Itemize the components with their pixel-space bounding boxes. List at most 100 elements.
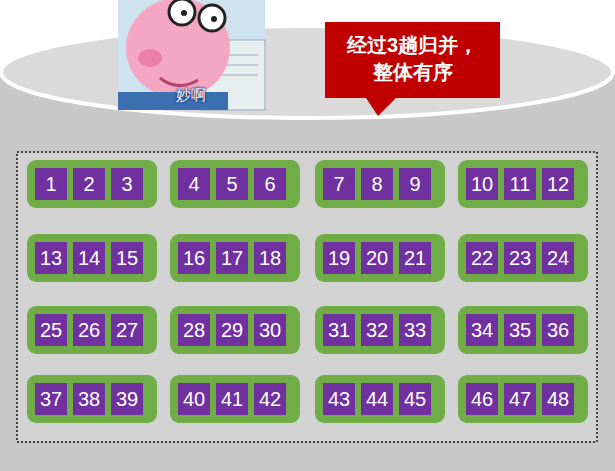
cylinder-body xyxy=(0,70,615,471)
cell-number: 14 xyxy=(78,247,100,270)
cell-number: 7 xyxy=(333,173,344,196)
cell-number: 29 xyxy=(221,319,243,342)
number-cell: 48 xyxy=(542,383,574,415)
merge-group xyxy=(170,160,300,208)
cell-number: 23 xyxy=(509,247,531,270)
number-cell: 32 xyxy=(361,314,393,346)
cell-number: 25 xyxy=(40,319,62,342)
cell-number: 43 xyxy=(328,388,350,411)
pig-illustration xyxy=(118,0,265,110)
cell-number: 28 xyxy=(183,319,205,342)
cell-number: 24 xyxy=(547,247,569,270)
dashed-frame xyxy=(17,152,597,442)
cell-number: 21 xyxy=(404,247,426,270)
number-cell: 18 xyxy=(254,242,286,274)
cell-number: 46 xyxy=(471,388,493,411)
merge-group xyxy=(27,306,157,354)
number-cell: 35 xyxy=(504,314,536,346)
cell-number: 13 xyxy=(40,247,62,270)
cell-number: 16 xyxy=(183,247,205,270)
callout-text: 经过3趟归并， 整体有序 xyxy=(335,32,490,86)
caption-label: 妙啊 xyxy=(176,86,206,105)
number-cell: 41 xyxy=(216,383,248,415)
pig-cheek xyxy=(138,49,162,67)
merge-group xyxy=(27,375,157,423)
cell-number: 9 xyxy=(409,173,420,196)
number-cell: 3 xyxy=(111,168,143,200)
cell-number: 31 xyxy=(328,319,350,342)
glasses xyxy=(169,0,195,25)
cell-number: 19 xyxy=(328,247,350,270)
number-cell: 8 xyxy=(361,168,393,200)
cell-number: 18 xyxy=(259,247,281,270)
cell-number: 33 xyxy=(404,319,426,342)
cell-number: 48 xyxy=(547,388,569,411)
merge-group xyxy=(458,375,588,423)
cell-number: 10 xyxy=(471,173,493,196)
number-cell: 26 xyxy=(73,314,105,346)
number-cell: 24 xyxy=(542,242,574,274)
merge-group xyxy=(315,375,445,423)
number-cell: 14 xyxy=(73,242,105,274)
cell-number: 45 xyxy=(404,388,426,411)
cell-number: 15 xyxy=(116,247,138,270)
cell-number: 12 xyxy=(547,173,569,196)
number-cell: 42 xyxy=(254,383,286,415)
number-cell: 11 xyxy=(504,168,536,200)
cell-number: 39 xyxy=(116,388,138,411)
number-cell: 36 xyxy=(542,314,574,346)
pig-mouth xyxy=(160,78,198,86)
cell-number: 5 xyxy=(226,173,237,196)
cell-number: 42 xyxy=(259,388,281,411)
cell-number: 32 xyxy=(366,319,388,342)
number-cell: 38 xyxy=(73,383,105,415)
cell-number: 36 xyxy=(547,319,569,342)
number-cell: 15 xyxy=(111,242,143,274)
number-cell: 1 xyxy=(35,168,67,200)
glasses xyxy=(199,5,225,31)
number-cell: 19 xyxy=(323,242,355,274)
number-cell: 44 xyxy=(361,383,393,415)
cell-number: 34 xyxy=(471,319,493,342)
cell-number: 37 xyxy=(40,388,62,411)
merge-group xyxy=(458,234,588,282)
number-cell: 37 xyxy=(35,383,67,415)
number-cell: 21 xyxy=(399,242,431,274)
merge-group xyxy=(315,160,445,208)
merge-group xyxy=(27,160,157,208)
number-cell: 27 xyxy=(111,314,143,346)
number-cell: 17 xyxy=(216,242,248,274)
number-cell: 47 xyxy=(504,383,536,415)
cell-number: 8 xyxy=(371,173,382,196)
number-cell: 40 xyxy=(178,383,210,415)
group-layer xyxy=(27,160,588,423)
cell-number: 30 xyxy=(259,319,281,342)
cell-number: 38 xyxy=(78,388,100,411)
cell-number: 4 xyxy=(188,173,199,196)
pig-shirt xyxy=(118,92,228,110)
number-cell: 46 xyxy=(466,383,498,415)
number-cell: 45 xyxy=(399,383,431,415)
number-cell: 39 xyxy=(111,383,143,415)
number-cell: 20 xyxy=(361,242,393,274)
number-cell: 5 xyxy=(216,168,248,200)
cell-number: 17 xyxy=(221,247,243,270)
cell-number: 44 xyxy=(366,388,388,411)
number-cell: 10 xyxy=(466,168,498,200)
number-cell: 13 xyxy=(35,242,67,274)
merge-group xyxy=(170,234,300,282)
merge-group xyxy=(27,234,157,282)
cell-number: 22 xyxy=(471,247,493,270)
number-cell: 25 xyxy=(35,314,67,346)
cell-number: 6 xyxy=(264,173,275,196)
number-cell: 6 xyxy=(254,168,286,200)
callout-pointer xyxy=(366,98,396,116)
cell-number: 26 xyxy=(78,319,100,342)
cell-number: 35 xyxy=(509,319,531,342)
number-cell: 30 xyxy=(254,314,286,346)
number-cell: 29 xyxy=(216,314,248,346)
cell-number: 2 xyxy=(83,173,94,196)
merge-group xyxy=(170,306,300,354)
cell-number: 11 xyxy=(510,173,531,196)
